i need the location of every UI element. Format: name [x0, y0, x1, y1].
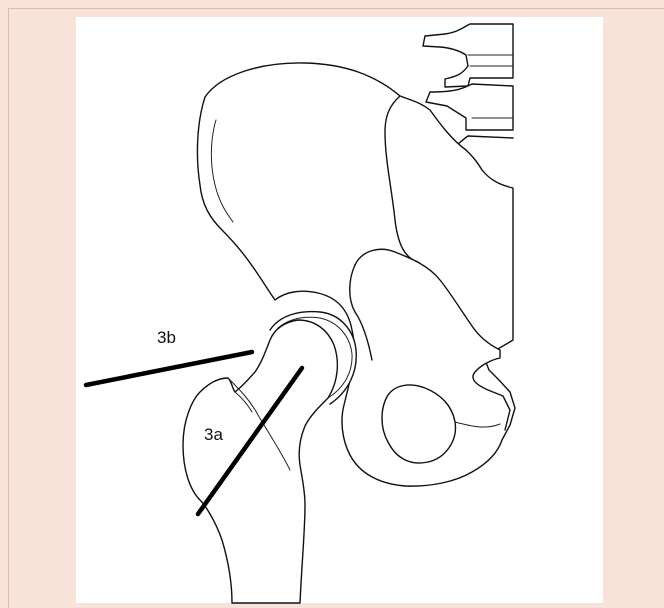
label-3a: 3a	[204, 425, 223, 444]
label-3b: 3b	[157, 328, 176, 347]
